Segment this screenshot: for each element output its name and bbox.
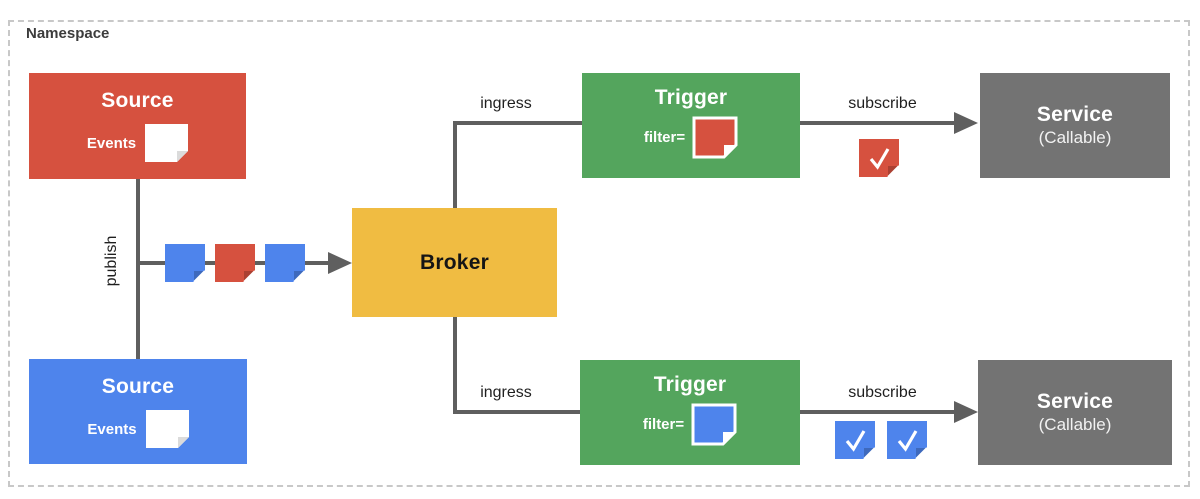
trigger-bottom-node: Trigger filter= [580, 360, 800, 465]
subscribe-bottom-line [800, 410, 956, 414]
ingress-top-label: ingress [480, 95, 532, 112]
ingress-top-horizontal-line [453, 121, 582, 125]
service-title: Service [1036, 390, 1114, 413]
ingress-bottom-horizontal-line [453, 410, 582, 414]
check-note-icon [887, 421, 927, 459]
filter-note-icon [691, 403, 737, 446]
service-bottom-node: Service (Callable) [978, 360, 1172, 465]
publish-label: publish [103, 235, 120, 287]
events-label: Events [87, 420, 137, 438]
subscribe-bottom-label: subscribe [848, 384, 917, 401]
source-blue-node: Source Events [29, 359, 247, 464]
broker-node: Broker [352, 208, 557, 317]
ingress-bottom-vertical-line [453, 317, 457, 414]
broker-title: Broker [420, 250, 489, 274]
publish-connector-line [136, 179, 140, 360]
source-title: Source [101, 375, 175, 398]
event-note-icon [265, 244, 305, 282]
check-icon [869, 148, 890, 170]
note-icon [145, 124, 189, 162]
check-icon [845, 430, 866, 452]
arrowhead-to-service-top-icon [954, 112, 978, 134]
namespace-container [8, 20, 1190, 487]
source-red-node: Source Events [29, 73, 246, 179]
subscribe-top-line [800, 121, 956, 125]
check-note-icon [859, 139, 899, 177]
note-icon [145, 410, 189, 448]
filter-label: filter= [642, 416, 685, 433]
event-note-icon [165, 244, 205, 282]
ingress-top-vertical-line [453, 121, 457, 210]
ingress-bottom-label: ingress [480, 384, 532, 401]
trigger-title: Trigger [654, 86, 728, 109]
arrowhead-to-broker-icon [328, 252, 352, 274]
subscribe-top-label: subscribe [848, 95, 917, 112]
arrowhead-to-service-bottom-icon [954, 401, 978, 423]
check-note-icon [835, 421, 875, 459]
service-title: Service [1036, 103, 1114, 126]
service-subtitle: (Callable) [1038, 128, 1112, 147]
check-icon [897, 430, 918, 452]
service-top-node: Service (Callable) [980, 73, 1170, 178]
trigger-top-node: Trigger filter= [582, 73, 800, 178]
filter-note-icon [692, 116, 738, 159]
event-note-icon [215, 244, 255, 282]
source-title: Source [101, 89, 174, 112]
events-label: Events [86, 134, 137, 152]
trigger-title: Trigger [653, 373, 727, 396]
filter-label: filter= [643, 129, 686, 146]
service-subtitle: (Callable) [1038, 415, 1112, 434]
namespace-label: Namespace [26, 25, 110, 42]
